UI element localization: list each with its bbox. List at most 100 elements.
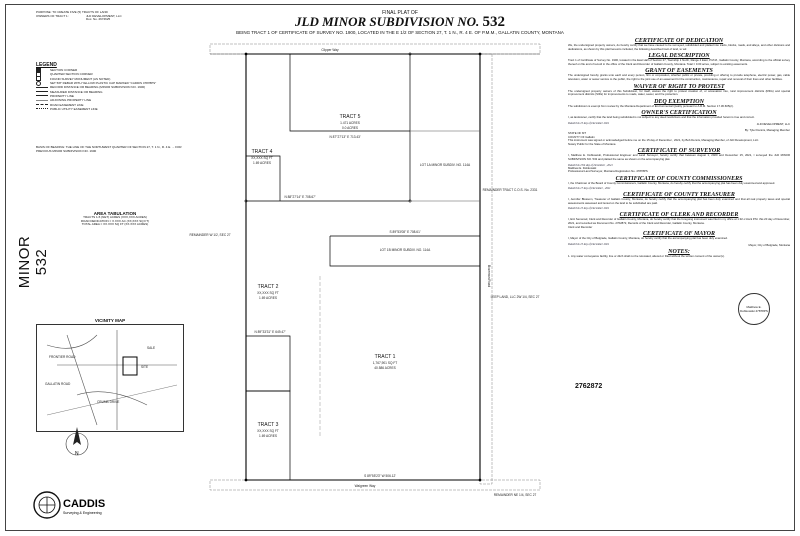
vicinity-label: GALLATIN ROAD [45,382,71,386]
area-tabulation: AREA TABULATION TRACTS 1-5 (NET) ACRES (… [60,211,170,227]
road-label: Clipper Way [321,48,339,52]
tract-name: TRACT 4 [252,149,273,155]
vicinity-label: SITE [141,365,148,369]
purpose-line: PURPOSE: TO CREATE FIVE (5) TRACTS OF LA… [36,10,108,14]
section-text: I, Eric Semerad, Clerk and Recorder of G… [568,217,790,226]
legend-item: RECORD DISTANCE OR BEARING (MINOR SUBDIV… [36,85,186,89]
section-text: The subdivision is exempt from review by… [568,103,734,108]
section-heading: CERTIFICATE OF CLERK AND RECORDER [619,212,739,219]
plat-title: JLD MINOR SUBDIVISION NO. 532 [0,14,800,31]
legend-item-label: SECTION CORNER [50,68,78,73]
notary-state: STATE OF MT [568,130,587,135]
neighbor-label: LOT 1A MINOR SUBDIV. NO. 114A [420,163,471,167]
owner-by: JLD DEVELOPMENT, LLC [756,121,790,126]
commissioners-dated: Dated this 17 day of December , 2021 [568,187,611,191]
legend-symbol-icon [36,95,50,97]
vicinity-map-frame: FRONTIER ROAD SITE GALLATIN ROAD CRUMB D… [36,324,184,432]
legend-item: SET 5/8" REBAR WITH YELLOW PLASTIC CAP M… [36,80,186,86]
neighbor-label: LEEP LAND, LLC 2W 1/4, SEC 27 [491,295,540,299]
certificates-column: CERTIFICATE OF DEDICATION We, the unders… [568,36,790,258]
section-heading: CERTIFICATE OF SURVEYOR [637,148,721,155]
road-label: Bozeman Road [487,265,491,287]
north-arrow-icon: N [62,425,92,464]
owner-row: Doc. No. 2674625 [36,17,176,22]
svg-text:N: N [75,451,79,457]
section-text: The undersigned hereby grants unto each … [568,73,790,81]
owner-dated: Dated this 15 day of December 2021 [568,121,610,125]
tract-area: 1.69 ACRES [259,296,277,300]
owner-row: OWNERS OF TRACT 1: JLD DEVELOPMENT, LLC [36,13,176,19]
section-text: I, Matthew E. Dobkowski, Professional En… [568,153,790,161]
tract-area: 1.69 ACRES [253,161,271,165]
tract-name: TRACT 1 [375,354,396,360]
legend-item-label: PROPERTY LINE [50,93,74,98]
legend-item-label: ADJOINING PROPERTY LINE [50,98,92,103]
neighbor-label: REMAINDER NE 1/4, SEC 27 [494,493,537,497]
section-heading: CERTIFICATE OF MAYOR [643,231,715,238]
legend-item: MEASURED DISTANCE OR BEARING [36,89,186,94]
vicinity-map-drawing: FRONTIER ROAD SITE GALLATIN ROAD CRUMB D… [45,330,178,430]
vicinity-label: CRUMB DRIVE [97,400,119,404]
section-text: I, as landowner, certify that the land b… [568,115,755,120]
vicinity-map: VICINITY MAP FRONTIER ROAD SITE GALLATIN… [36,318,184,433]
tract-name: TRACT 2 [258,284,279,290]
section-text: 1. Any water conveyance facility, line o… [568,253,725,258]
mayor-dated: Dated this 15 day of December 2021 [568,242,610,246]
section-text: I, the Chairman of the Board of County C… [568,180,776,185]
recorder-title: Clerk and Recorder [568,224,593,229]
legend-symbol-icon [36,104,50,106]
vicinity-label: SALE [147,346,155,350]
legend-item-label: ROAD EASEMENT LINE [50,102,84,107]
bearing-label: N 89°33'31" E 649.47' [254,330,285,334]
section-heading: CERTIFICATE OF DEDICATION [634,38,724,44]
owner-info-block: PURPOSE: TO CREATE FIVE (5) TRACTS OF LA… [36,10,176,26]
area-tabulation-heading: AREA TABULATION [93,211,137,216]
section-heading: GRANT OF EASEMENTS [645,68,713,75]
legend-symbol-icon [36,80,50,86]
legend-symbol-icon [36,91,50,93]
section-heading: LEGAL DESCRIPTION [648,53,710,60]
surveyor-dated: Dated this 15th day of December , 2021 [568,163,613,167]
tract-name: TRACT 3 [258,422,279,428]
section-text: I, Jennifer Blossom, Treasurer of Gallat… [568,197,790,205]
legend-item-label: SET 5/8" REBAR WITH YELLOW PLASTIC CAP M… [50,81,157,86]
bearing-label: S 89°55'23" W 506.12' [364,474,396,478]
surveyor-seal: Matthew E. Dobkowski 47878PS [738,293,770,325]
section-heading: CERTIFICATE OF COUNTY COMMISSIONERS [615,175,743,182]
owner-row-value: JLD DEVELOPMENT, LLC [86,13,122,18]
section-text: I, Mayor of the City of Belgrade, Gallat… [568,236,728,241]
tract-area: XX,XXX SQ FT [257,291,279,295]
section-heading: WAIVER OF RIGHT TO PROTEST [633,83,725,90]
logo-subtext: Surveying & Engineering [63,511,102,515]
mayor-title: Mayor, City of Belgrade, Montana [748,242,790,247]
owner-row-value: Doc. No. 2674625 [86,17,111,22]
owner-row-label: OWNERS OF TRACT 1: [36,13,69,18]
side-label: MINOR 532 [16,235,50,289]
legend-symbol-icon [36,86,50,88]
section-heading: OWNER'S CERTIFICATION [641,110,717,117]
surveyor-license: Professional Land Surveyor, Montana Regi… [568,169,648,174]
surveyor-name: Matthew E. Dobkowski [568,165,597,170]
plat-title-number: 532 [482,14,505,30]
section-heading: CERTIFICATE OF COUNTY TREASURER [623,192,735,199]
owner-signer: By: Tyler Dennis, Managing Member [744,127,790,132]
area-line: TRACTS 1-5 (NET) ACRES (XXX,XXX ACRES) [83,215,147,219]
section-heading: NOTES: [668,248,690,255]
neighbor-label: REMAINDER W 1/2, SEC 27 [189,233,230,237]
recording-number: 2762872 [575,383,603,390]
plat-sheet-border [5,4,795,531]
area-line: ROAD DEDICATION = X.XXX AC (XX,XXX SQ FT… [80,218,150,223]
tract-area: 1,767,901 SQ FT [373,361,398,365]
neighbor-label: REMAINDER TRACT C.O.S. No. 2331 [483,188,538,192]
treasurer-dated: Dated this 15 day of December 2021 [568,207,610,211]
notary-county: COUNTY OF Gallatin [568,134,595,139]
legend-symbol-icon [36,108,50,110]
plat-title-text: JLD MINOR SUBDIVISION NO. [295,14,480,29]
legend-item-label: PUBLIC UTILITY EASEMENT LINE [50,106,98,111]
neighbor-label: LOT 1B MINOR SUBDIV. NO. 114A [380,248,431,252]
final-plat-label: FINAL PLAT OF [382,10,418,16]
bearing-label: N 88°27'14" E 708.67' [284,195,315,199]
section-text: We, the undersigned property owners, do … [568,43,790,51]
logo-text: CADDIS [63,498,105,510]
